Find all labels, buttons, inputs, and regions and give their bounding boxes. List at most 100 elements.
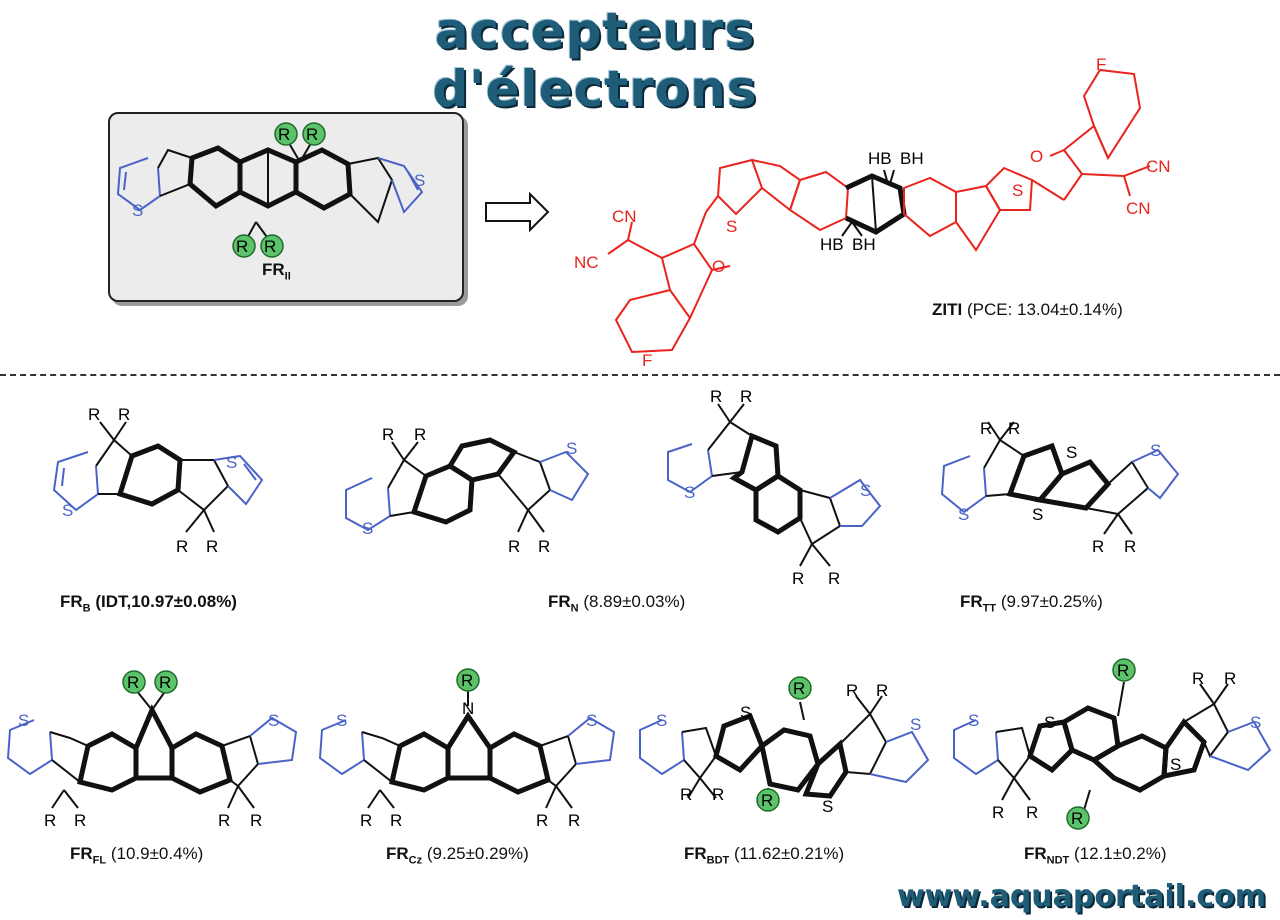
atom-r: R [461, 671, 473, 690]
atom-s: S [910, 715, 921, 734]
atom-r: R [159, 673, 171, 692]
atom-r: R [568, 811, 580, 830]
atom-s: S [1170, 755, 1181, 774]
atom-cn: CN [1146, 157, 1171, 176]
atom-r: R [876, 681, 888, 700]
caption-main: FR [684, 844, 707, 863]
atom-r: R [218, 811, 230, 830]
atom-r: R [206, 537, 218, 556]
atom-r: R [1224, 669, 1236, 688]
atom-s: S [268, 711, 279, 730]
atom-s: S [684, 483, 695, 502]
caption-sub: N [570, 602, 579, 615]
atom-r: R [536, 811, 548, 830]
atom-r: R [740, 387, 752, 406]
atom-r: R [118, 405, 130, 424]
atom-r: R [828, 569, 840, 588]
atom-s: S [336, 711, 347, 730]
framework-fr-ii-structure [116, 122, 424, 258]
atom-s: S [822, 797, 833, 816]
atom-s: S [1250, 713, 1261, 732]
atom-r: R [390, 811, 402, 830]
atom-r: R [44, 811, 56, 830]
page-title: accepteurs d'électrons [432, 2, 758, 118]
website-watermark[interactable]: www.aquaportail.com [896, 879, 1266, 914]
caption-sub: TT [982, 602, 997, 615]
caption-fr-n: FRN (8.89±0.03%) [548, 592, 685, 614]
atom-r: R [538, 537, 550, 556]
framework-sub: II [284, 270, 291, 283]
atom-r: R [793, 679, 805, 698]
atom-r: R [680, 785, 692, 804]
atom-s: S [362, 519, 373, 538]
framework-main: FR [262, 260, 285, 279]
atom-r: R [176, 537, 188, 556]
ziti-detail: (PCE: 13.04±0.14%) [966, 300, 1123, 319]
atom-s: S [860, 481, 871, 500]
atom-f: F [642, 351, 652, 370]
caption-main: FR [960, 592, 983, 611]
ziti-structure [607, 68, 1151, 354]
atom-s: S [958, 505, 969, 524]
caption-fr-b: FRB (IDT,10.97±0.08%) [60, 592, 237, 614]
atom-s: S [132, 201, 143, 220]
atom-s: S [1150, 441, 1161, 460]
caption-sub: Cz [408, 854, 423, 867]
atom-r: R [360, 811, 372, 830]
atom-r: R [250, 811, 262, 830]
caption-fr-cz: FRCz (9.25±0.29%) [386, 844, 529, 866]
fr-b-structure [52, 421, 264, 533]
atom-r: R [761, 791, 773, 810]
fr-ndt-structure [953, 658, 1272, 830]
atom-o: O [1030, 147, 1043, 166]
caption-main: FR [386, 844, 409, 863]
atom-r: R [508, 537, 520, 556]
atom-bh: BH [852, 235, 876, 254]
atom-cn: CN [612, 207, 637, 226]
fr-cz-structure [318, 668, 616, 809]
atom-hb: HB [868, 149, 892, 168]
atom-r: R [127, 673, 139, 692]
atom-r: R [74, 811, 86, 830]
fr-fl-structure [6, 670, 298, 809]
atom-r: R [88, 405, 100, 424]
atom-cn: CN [1126, 199, 1151, 218]
caption-fr-fl: FRFL (10.9±0.4%) [70, 844, 203, 866]
caption-detail: (9.25±0.29%) [422, 844, 529, 863]
caption-detail: (10.9±0.4%) [106, 844, 204, 863]
atom-r: R [710, 387, 722, 406]
caption-detail: (8.89±0.03%) [578, 592, 686, 611]
atom-r: R [992, 803, 1004, 822]
atom-s: S [726, 217, 737, 236]
fr-n-isomer-structure [667, 403, 882, 567]
atom-s: S [656, 711, 667, 730]
caption-fr-ndt: FRNDT (12.1±0.2%) [1024, 844, 1167, 866]
atom-nc: NC [574, 253, 599, 272]
atom-r: R [264, 237, 276, 256]
atom-r: R [846, 681, 858, 700]
atom-s: S [566, 439, 577, 458]
caption-fr-bdt: FRBDT (11.62±0.21%) [684, 844, 844, 866]
atom-n: N [462, 699, 474, 718]
dashed-divider [0, 374, 1280, 376]
caption-main: FR [60, 592, 83, 611]
ziti-name: ZITI [932, 300, 963, 319]
atom-r: R [236, 237, 248, 256]
caption-main: FR [1024, 844, 1047, 863]
ziti-caption: ZITI (PCE: 13.04±0.14%) [932, 300, 1123, 320]
caption-fr-tt: FRTT (9.97±0.25%) [960, 592, 1103, 614]
atom-r: R [1124, 537, 1136, 556]
atom-hb: HB [820, 235, 844, 254]
atom-s: S [1032, 505, 1043, 524]
caption-detail: (11.62±0.21%) [729, 844, 845, 863]
atom-r: R [1117, 661, 1129, 680]
fr-n-structure [345, 437, 590, 533]
caption-main: FR [548, 592, 571, 611]
caption-sub: B [82, 602, 91, 615]
atom-s: S [1066, 443, 1077, 462]
atom-r: R [306, 125, 318, 144]
atom-s: S [740, 703, 751, 722]
atom-f: F [1096, 55, 1106, 74]
atom-s: S [414, 171, 425, 190]
